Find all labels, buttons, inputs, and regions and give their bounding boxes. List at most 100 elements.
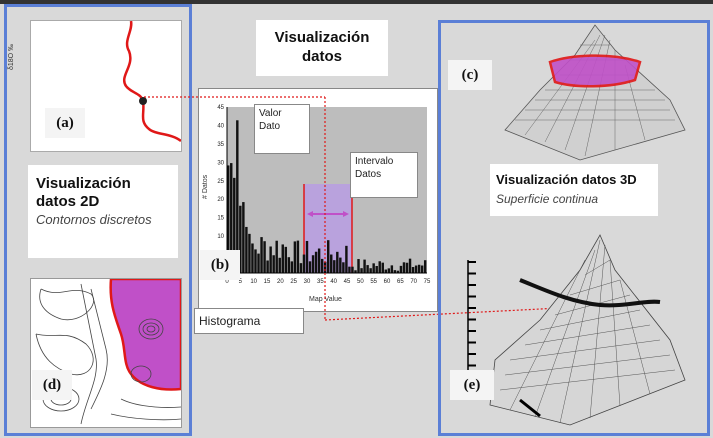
histogram-bar [266, 260, 269, 273]
y-tick-label: 35 [217, 142, 224, 148]
center-title: Visualización datos [274, 29, 370, 65]
x-tick-label: 70 [410, 279, 417, 285]
panel-a-axis-label: δ18O ‰ [8, 43, 15, 70]
callout-intervalo-text: Intervalo Datos [355, 156, 394, 180]
histogram-bar [236, 120, 239, 273]
histogram-bar [372, 263, 375, 273]
histogram-bar [387, 268, 391, 273]
histogram-bar [251, 243, 254, 273]
histogram-bar [405, 262, 409, 273]
x-tick-label: 45 [344, 279, 351, 285]
histogram-bar [290, 261, 294, 273]
histogram-bar [345, 245, 348, 273]
y-tick-label: 20 [217, 197, 224, 203]
x-tick-label: 55 [370, 279, 377, 285]
histogram-bar [293, 241, 297, 273]
histogram-bar [275, 240, 278, 273]
histogram-bar [245, 226, 248, 273]
histogram-bar [375, 266, 378, 273]
histogram-bar [342, 262, 345, 273]
y-tick-label: 25 [217, 179, 224, 185]
y-tick-label: 10 [217, 234, 224, 240]
x-tick-label: 10 [250, 279, 257, 285]
panel-3d-subtitle: Superficie continua [496, 192, 599, 206]
y-tick-label: 40 [217, 123, 224, 129]
x-tick-label: 0 [225, 279, 229, 285]
y-tick-label: 45 [217, 105, 224, 111]
histogram-bar [366, 265, 369, 273]
panel-b-letter: (b) [200, 250, 240, 280]
histogram-bar [360, 268, 363, 273]
histogram-bar [393, 270, 397, 273]
callout-histograma-text: Histograma [199, 314, 261, 328]
x-tick-label: 65 [397, 279, 404, 285]
histogram-bar [317, 248, 321, 273]
panel-e-letter: (e) [450, 370, 494, 400]
callout-histograma: Histograma [194, 308, 304, 334]
histogram-bar [269, 246, 272, 273]
panel-d-letter: (d) [32, 370, 72, 400]
histogram-bar [323, 261, 327, 273]
x-tick-label: 5 [239, 279, 243, 285]
histogram-bar [296, 240, 300, 273]
right-frame-3d [438, 20, 710, 436]
histogram-bar [320, 258, 324, 273]
panel-2d-title: Visualización datos 2D [36, 175, 131, 210]
histogram-bar [278, 257, 281, 273]
histogram-bar [299, 263, 303, 273]
histogram-bar [354, 270, 357, 273]
x-tick-label: 20 [277, 279, 284, 285]
histogram-bar [420, 265, 424, 273]
histogram-bar [248, 233, 251, 273]
histogram-bar [390, 265, 394, 273]
histogram-bar [414, 265, 418, 273]
histogram-bar [302, 254, 306, 273]
histogram-bar [384, 269, 388, 273]
panel-e-surface [467, 234, 686, 426]
histogram-bar [311, 255, 315, 273]
histogram-bar [242, 202, 245, 273]
histogram-bar [260, 237, 263, 273]
histogram-bar [272, 255, 275, 273]
histogram-bar [357, 259, 360, 273]
panel-d-contours [35, 277, 183, 425]
x-tick-label: 35 [317, 279, 324, 285]
x-tick-label: 75 [424, 279, 431, 285]
histogram-bar [333, 260, 336, 273]
panel-2d-caption: Visualización datos 2D Contornos discret… [28, 165, 178, 258]
histogram-bar [399, 265, 403, 273]
histogram-bar [417, 264, 421, 273]
callout-valor-text: Valor Dato [259, 108, 282, 132]
panel-3d-caption: Visualización datos 3D Superficie contin… [490, 164, 658, 216]
panel-a-curve [123, 20, 182, 143]
x-axis-label: Map Value [309, 296, 342, 303]
panel-d-contour-map [30, 277, 183, 428]
y-tick-label: 30 [217, 160, 224, 166]
histogram-bar [369, 268, 372, 273]
panel-a-letter: (a) [45, 108, 85, 138]
histogram-bar [284, 246, 288, 273]
histogram-bar [348, 266, 351, 273]
histogram-bar [281, 244, 284, 273]
histogram-bar [330, 254, 333, 273]
histogram-bar [305, 240, 309, 273]
y-tick-label: 15 [217, 216, 224, 222]
x-tick-label: 15 [264, 279, 271, 285]
histogram-bar [327, 240, 330, 273]
x-tick-label: 50 [357, 279, 364, 285]
panel-c-letter: (c) [448, 60, 492, 90]
histogram-bar [339, 257, 342, 273]
histogram-bar [239, 205, 242, 273]
histogram-bar [314, 251, 318, 273]
histogram-bar [230, 163, 233, 273]
x-tick-label: 60 [384, 279, 391, 285]
histogram-bar [402, 262, 406, 273]
left-frame-2d [4, 4, 192, 436]
histogram-bar [263, 241, 266, 273]
histogram-bar [233, 177, 236, 273]
y-axis-label: # Datos [202, 174, 209, 199]
panel-2d-subtitle: Contornos discretos [36, 212, 152, 227]
panel-c-surface [504, 24, 686, 161]
x-tick-label: 25 [290, 279, 297, 285]
x-tick-label: 40 [330, 279, 337, 285]
